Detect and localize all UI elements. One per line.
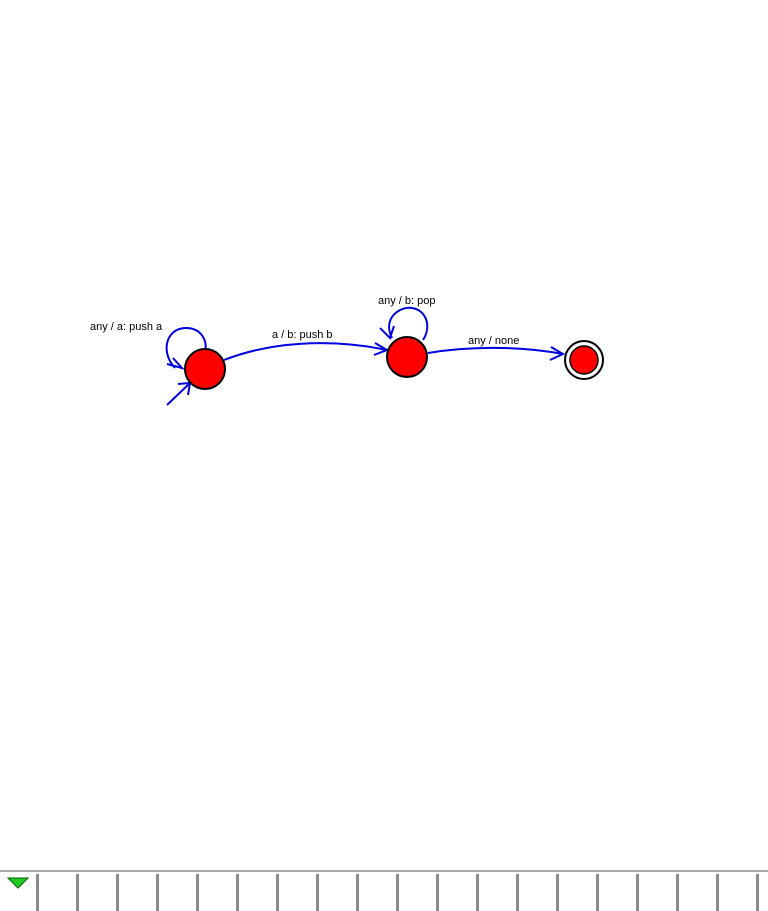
transition-label-q0-q1: a / b: push b <box>272 329 333 341</box>
tape-cell-divider <box>76 874 79 911</box>
tape-cell-divider <box>436 874 439 911</box>
tape-cell-divider <box>196 874 199 911</box>
tape-cell-divider <box>236 874 239 911</box>
state-diagram-canvas[interactable]: any / a: push a a / b: push b any / b: p… <box>0 0 768 870</box>
tape-cell-divider <box>316 874 319 911</box>
transition-label-q1-q2: any / none <box>468 335 519 347</box>
transition-initial-arrow <box>166 381 192 406</box>
state-q1[interactable] <box>386 336 428 378</box>
tape-cell-divider <box>36 874 39 911</box>
transition-q0-q0[interactable] <box>165 326 207 370</box>
tape-cell-divider <box>276 874 279 911</box>
input-tape[interactable] <box>0 870 768 911</box>
tape-cell-divider <box>756 874 759 911</box>
transition-q1-q2[interactable] <box>427 346 566 361</box>
transition-q1-q1[interactable] <box>379 306 429 341</box>
tape-head-triangle-icon <box>7 877 29 889</box>
transition-q0-q1[interactable] <box>223 342 390 361</box>
tape-cell-divider <box>636 874 639 911</box>
transition-label-q1-q1: any / b: pop <box>378 295 436 307</box>
tape-cell-divider <box>716 874 719 911</box>
tape-cell-divider <box>556 874 559 911</box>
tape-cell-divider <box>396 874 399 911</box>
tape-cell-divider <box>676 874 679 911</box>
state-q2-final[interactable] <box>564 340 604 380</box>
state-q0[interactable] <box>184 348 226 390</box>
tape-cell-divider <box>156 874 159 911</box>
tape-cell-divider <box>596 874 599 911</box>
transition-label-q0-q0: any / a: push a <box>90 321 163 333</box>
tape-cell-divider <box>116 874 119 911</box>
tape-cell-divider <box>356 874 359 911</box>
tape-cell-divider <box>516 874 519 911</box>
tape-cell-divider <box>476 874 479 911</box>
